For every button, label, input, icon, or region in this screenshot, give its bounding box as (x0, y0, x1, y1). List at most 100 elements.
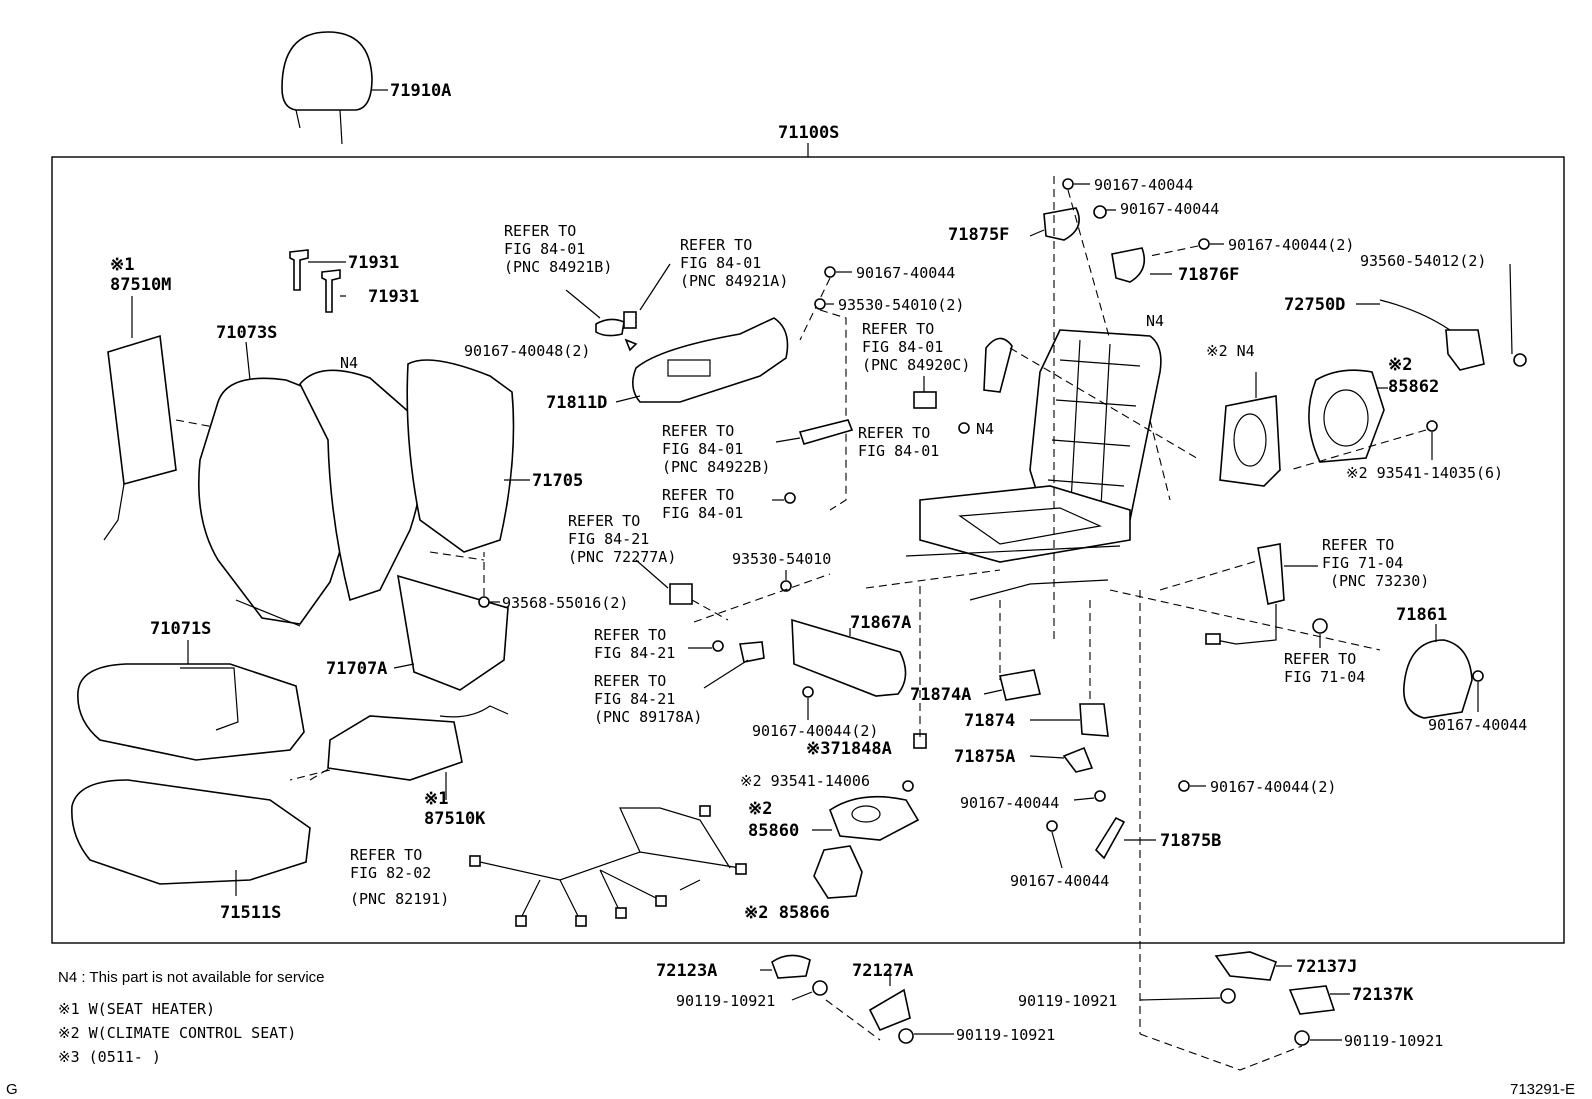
screw-90119-10921-c[interactable]: 90119-10921 (1018, 988, 1236, 1010)
svg-text:REFER TO: REFER TO (350, 846, 422, 864)
svg-text:FIG 71-04: FIG 71-04 (1322, 554, 1403, 572)
climate-pad-n4[interactable]: ※2 N4 (1206, 342, 1281, 487)
switch-module[interactable] (913, 376, 937, 409)
screw-90167-40044-f[interactable]: 90167-40044 (1428, 670, 1527, 734)
seatback-board-71705[interactable]: 71705 (406, 359, 583, 553)
refer-71-04-b: REFER TO FIG 71-04 (1284, 650, 1365, 686)
svg-text:(PNC 82191): (PNC 82191) (350, 890, 449, 908)
svg-text:93530-54010(2): 93530-54010(2) (838, 296, 964, 314)
svg-text:(PNC 72277A): (PNC 72277A) (568, 548, 676, 566)
bracket-71874[interactable]: 71874 (964, 703, 1109, 737)
blower-85860[interactable]: ※2 85860 (748, 795, 920, 841)
svg-text:90167-40044: 90167-40044 (856, 264, 955, 282)
screw-90119-10921-b[interactable]: 90119-10921 (898, 1026, 1055, 1044)
svg-text:REFER TO: REFER TO (1322, 536, 1394, 554)
seat-heater-87510k[interactable]: ※1 87510K (289, 705, 509, 829)
seat-cushion-cover-71071s[interactable]: 71071S (77, 619, 305, 761)
svg-text:71861: 71861 (1396, 605, 1447, 625)
refer-73230: REFER TO FIG 71-04 (PNC 73230) (1322, 536, 1429, 590)
svg-text:85862: 85862 (1388, 377, 1439, 397)
seat-cushion-pad-71511s[interactable]: 71511S (71, 779, 311, 923)
svg-text:REFER TO: REFER TO (504, 222, 576, 240)
side-shield-71811d[interactable]: 71811D (546, 317, 789, 413)
refer-84-21-b: REFER TO FIG 84-21 (594, 626, 675, 662)
wire-harness-82191[interactable] (469, 805, 747, 927)
svg-text:93530-54010: 93530-54010 (732, 550, 831, 568)
seat-frame-assembly[interactable] (905, 329, 1162, 601)
svg-text:90119-10921: 90119-10921 (956, 1026, 1055, 1044)
cover-72137j[interactable]: 72137J (1214, 951, 1357, 981)
screw-90167-40044-2c[interactable]: 90167-40044(2) (1178, 778, 1336, 796)
svg-text:(PNC 84920C): (PNC 84920C) (862, 356, 970, 374)
screw-n4[interactable]: N4 (958, 420, 994, 438)
cable-72750d[interactable]: 72750D (1284, 295, 1485, 371)
bracket-71875a[interactable]: 71875A (954, 746, 1094, 773)
svg-text:FIG 71-04: FIG 71-04 (1284, 668, 1365, 686)
clip-72277a[interactable] (635, 559, 729, 621)
lumbar-grip[interactable] (983, 337, 1013, 393)
headrest-support-71931[interactable]: 71931 71931 (289, 249, 419, 313)
bolt-93560-54012[interactable]: 93560-54012(2) (1360, 252, 1527, 367)
svg-text:REFER TO: REFER TO (594, 672, 666, 690)
svg-text:(PNC 89178A): (PNC 89178A) (594, 708, 702, 726)
switch-knob[interactable] (565, 289, 625, 337)
switch-bar[interactable] (775, 419, 854, 445)
screw-93541-14035[interactable]: ※2 93541-14035(6) (1289, 420, 1503, 482)
bracket-71876f[interactable]: 90167-40044(2) 71876F (1111, 236, 1354, 285)
svg-text:90167-40044(2): 90167-40044(2) (1210, 778, 1336, 796)
screw-90119-10921-a[interactable]: 90119-10921 (676, 980, 881, 1041)
svg-text:(PNC 73230): (PNC 73230) (1330, 572, 1429, 590)
bracket-71875f[interactable]: 90167-40044 90167-40044 71875F (948, 176, 1219, 640)
cover-72127a[interactable]: 72127A (852, 961, 913, 1032)
headrest-71910a[interactable]: 71910A (281, 31, 451, 145)
screw-93541-14006[interactable]: ※2 93541-14006 (740, 772, 914, 792)
screw-90167-40044-d[interactable]: 90167-40044 (960, 790, 1106, 812)
bracket-71875b[interactable]: 71875B (1094, 816, 1221, 860)
bracket-71874a[interactable]: 71874A (910, 669, 1041, 705)
svg-text:FIG 84-01: FIG 84-01 (662, 504, 743, 522)
nut-71-04[interactable] (1312, 618, 1328, 648)
seat-belt-buckle[interactable] (1205, 543, 1318, 645)
cover-72123a[interactable]: 72123A (656, 954, 811, 981)
screw-90167-40048[interactable]: 90167-40048(2) (464, 338, 638, 360)
screw-90167-40044-e[interactable]: 90167-40044 (1010, 820, 1109, 890)
svg-text:REFER TO: REFER TO (594, 626, 666, 644)
screw-ref-e[interactable] (772, 492, 796, 504)
cover-71861[interactable]: 71861 (1396, 605, 1473, 719)
svg-text:FIG 84-01: FIG 84-01 (862, 338, 943, 356)
svg-text:FIG 84-01: FIG 84-01 (504, 240, 585, 258)
svg-text:71874: 71874 (964, 711, 1015, 731)
svg-text:FIG 84-01: FIG 84-01 (662, 440, 743, 458)
screw-90167-40044-2a[interactable]: 90167-40044(2) (752, 686, 878, 740)
screw-90119-10921-d[interactable]: 90119-10921 (1139, 1030, 1443, 1071)
connector-89178a[interactable] (688, 640, 765, 689)
seatback-heater-87510m[interactable]: ※1 87510M (103, 255, 231, 541)
mark-87510k: ※1 (424, 789, 448, 809)
seatback-pad[interactable]: N4 (299, 354, 424, 602)
refer-84-01-f: REFER TO FIG 84-01 (858, 424, 939, 460)
label-71073s: 71073S (216, 323, 277, 343)
svg-text:FIG 84-01: FIG 84-01 (680, 254, 761, 272)
svg-text:90119-10921: 90119-10921 (1344, 1032, 1443, 1050)
svg-text:REFER TO: REFER TO (858, 424, 930, 442)
switch-small[interactable] (623, 263, 671, 329)
clip-93568-55016[interactable]: 93568-55016(2) (478, 552, 628, 612)
fan-85862[interactable]: ※2 85862 (1308, 355, 1439, 463)
refer-84-01-e: REFER TO FIG 84-01 (662, 486, 743, 522)
svg-text:(PNC 84921A): (PNC 84921A) (680, 272, 788, 290)
screw-93530-54010[interactable]: 93530-54010 (732, 550, 831, 592)
screw-90167-40044-a[interactable]: 90167-40044 (799, 264, 955, 341)
svg-text:REFER TO: REFER TO (1284, 650, 1356, 668)
blower-85866[interactable]: ※2 85866 (744, 845, 863, 923)
label-71931-a: 71931 (348, 253, 399, 273)
label-87510m: 87510M (110, 275, 171, 295)
svg-text:FIG 84-21: FIG 84-21 (568, 530, 649, 548)
label-71705: 71705 (532, 471, 583, 491)
refer-89178a: REFER TO FIG 84-21 (PNC 89178A) (594, 672, 702, 726)
cover-72137k[interactable]: 72137K (1288, 985, 1414, 1015)
svg-text:85860: 85860 (748, 821, 799, 841)
assembly-frame: 71100S (51, 123, 1565, 944)
cushion-shield-71867a[interactable]: 71867A (791, 613, 911, 697)
screw-93530-54010-2[interactable]: 93530-54010(2) (814, 296, 964, 511)
